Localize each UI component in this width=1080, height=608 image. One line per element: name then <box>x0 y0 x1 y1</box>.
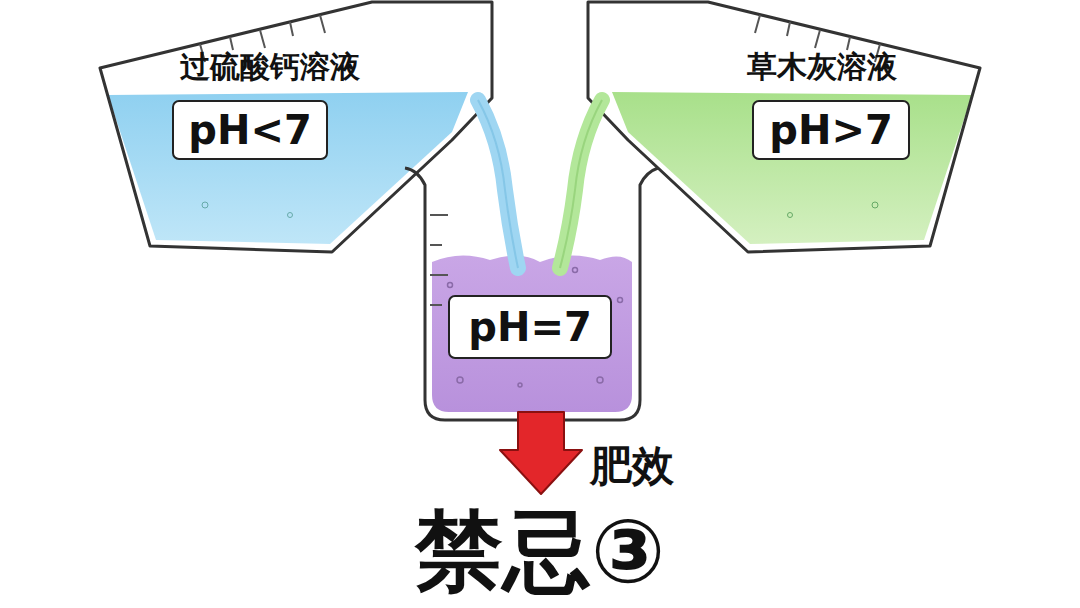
right-beaker <box>588 2 980 252</box>
solution-name: 草木灰溶液 <box>747 50 897 83</box>
center-beaker <box>405 168 658 420</box>
down-arrow <box>500 412 582 494</box>
effect-label: 肥效 <box>590 443 674 489</box>
solution-name: 过硫酸钙溶液 <box>180 50 360 83</box>
green-stream-edge <box>560 100 602 268</box>
left-beaker <box>100 2 492 252</box>
ph-value: pH<7 <box>188 108 311 152</box>
green-stream <box>560 100 602 268</box>
title-heading: 禁忌③ <box>415 504 666 601</box>
blue-stream <box>478 100 518 268</box>
ph-value: pH>7 <box>769 108 892 152</box>
blue-stream-edge <box>478 100 518 268</box>
ph-label-box: pH<7 <box>172 100 328 160</box>
ph-label-box: pH>7 <box>752 100 910 160</box>
ph-value: pH=7 <box>468 305 591 349</box>
ph-label-box: pH=7 <box>448 295 612 359</box>
